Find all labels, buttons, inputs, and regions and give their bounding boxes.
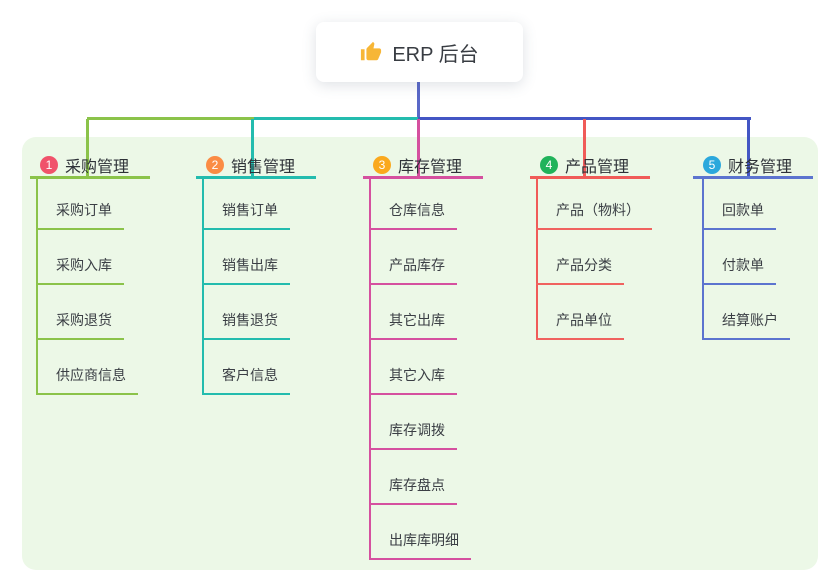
connector-drop-inventory: [417, 119, 420, 178]
child-node[interactable]: 出库库明细: [369, 531, 471, 560]
branch-label: 库存管理: [398, 158, 463, 176]
connector-bus-teal: [254, 117, 418, 120]
branch-spine-sales: [202, 179, 204, 395]
connector-drop-purchase: [86, 119, 89, 178]
child-node[interactable]: 采购入库: [36, 256, 124, 285]
root-node[interactable]: ERP 后台: [316, 22, 523, 82]
branch-node-product[interactable]: 4 产品管理: [530, 153, 650, 179]
child-node[interactable]: 其它入库: [369, 366, 457, 395]
branch-spine-product: [536, 179, 538, 340]
branch-spine-finance: [702, 179, 704, 340]
child-node[interactable]: 库存盘点: [369, 476, 457, 505]
priority-badge: 5: [703, 155, 721, 174]
branches-panel: [22, 137, 818, 570]
branch-node-inventory[interactable]: 3 库存管理: [363, 153, 483, 179]
branch-spine-purchase: [36, 179, 38, 395]
child-node[interactable]: 回款单: [702, 201, 776, 230]
branch-label: 产品管理: [565, 158, 630, 176]
child-node[interactable]: 采购订单: [36, 201, 124, 230]
child-node[interactable]: 结算账户: [702, 311, 790, 340]
branch-spine-inventory: [369, 179, 371, 560]
branch-label: 采购管理: [65, 158, 130, 176]
branch-node-purchase[interactable]: 1 采购管理: [30, 153, 150, 179]
child-node[interactable]: 销售订单: [202, 201, 290, 230]
child-node[interactable]: 销售退货: [202, 311, 290, 340]
branch-label: 财务管理: [728, 158, 793, 176]
root-title: ERP 后台: [392, 43, 479, 66]
child-node[interactable]: 仓库信息: [369, 201, 457, 230]
child-node[interactable]: 客户信息: [202, 366, 290, 395]
child-node[interactable]: 产品库存: [369, 256, 457, 285]
child-node[interactable]: 供应商信息: [36, 366, 138, 395]
child-node[interactable]: 库存调拨: [369, 421, 457, 450]
priority-badge: 1: [40, 155, 58, 174]
connector-drop-finance: [747, 119, 750, 178]
priority-badge: 2: [206, 155, 224, 174]
connector-drop-sales: [251, 119, 254, 178]
child-node[interactable]: 产品（物料）: [536, 201, 652, 230]
child-node[interactable]: 采购退货: [36, 311, 124, 340]
priority-badge: 3: [373, 155, 391, 174]
priority-badge: 4: [540, 155, 558, 174]
connector-bus-blue: [418, 117, 751, 120]
child-node[interactable]: 产品分类: [536, 256, 624, 285]
child-node[interactable]: 其它出库: [369, 311, 457, 340]
connector-drop-product: [583, 119, 586, 178]
child-node[interactable]: 产品单位: [536, 311, 624, 340]
branch-node-finance[interactable]: 5 财务管理: [693, 153, 813, 179]
branch-node-sales[interactable]: 2 销售管理: [196, 153, 316, 179]
child-node[interactable]: 销售出库: [202, 256, 290, 285]
thumbs-up-icon: [360, 41, 382, 63]
connector-root-vertical: [417, 82, 420, 117]
branch-label: 销售管理: [231, 158, 296, 176]
child-node[interactable]: 付款单: [702, 256, 776, 285]
connector-bus-green: [87, 117, 254, 120]
